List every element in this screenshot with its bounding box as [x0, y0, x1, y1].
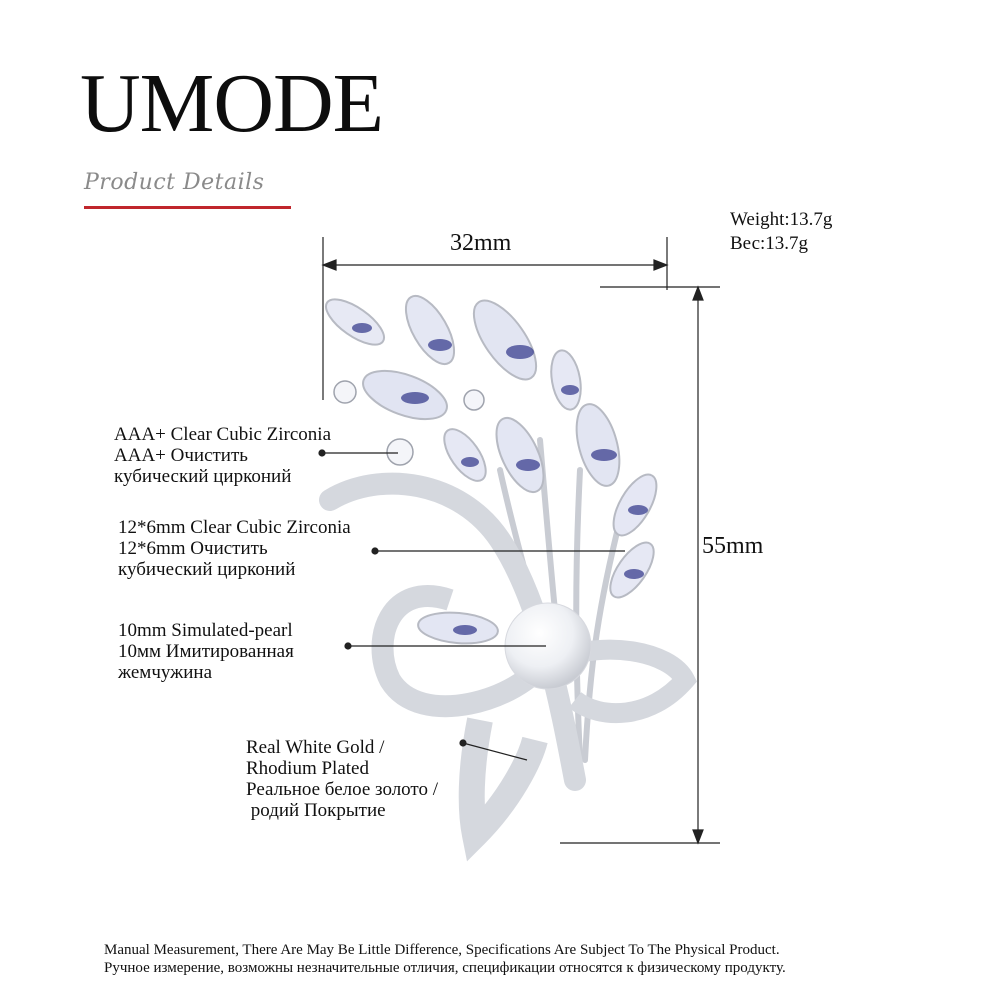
- round-stone: [463, 389, 485, 411]
- width-dimension-label: 32mm: [450, 230, 512, 256]
- callout-cubic-zirconia: AAA+ Clear Cubic Zirconia AAA+ Очистить …: [114, 424, 331, 487]
- marquise-stone: [495, 416, 545, 494]
- callout-pearl: 10mm Simulated-pearl 10мм Имитированная …: [118, 620, 294, 683]
- pave-leaf-right: [555, 639, 697, 724]
- weight-spec: Weight:13.7g Вес:13.7g: [730, 208, 832, 256]
- marquise-stone: [550, 349, 582, 411]
- brand-logo: UMODE: [80, 57, 384, 150]
- callout-leaders: [318, 449, 625, 761]
- callout-line: AAA+ Очистить: [114, 445, 248, 466]
- marquise-stone: [443, 428, 487, 482]
- pave-leaf-lower: [458, 717, 548, 862]
- weight-en: Weight:13.7g: [730, 209, 833, 230]
- footer-disclaimer: Manual Measurement, There Are May Be Lit…: [104, 941, 786, 977]
- marquise-stone: [325, 298, 385, 346]
- callout-line: 12*6mm Очистить: [118, 538, 268, 559]
- marquise-stones: [325, 295, 658, 645]
- callout-line: 10мм Имитированная: [118, 641, 294, 662]
- section-subtitle: Product Details: [84, 170, 265, 195]
- marquise-stone: [612, 473, 658, 537]
- subtitle-underline: [84, 206, 291, 209]
- callout-line: кубический цирконий: [114, 466, 292, 487]
- dimension-lines: [321, 237, 720, 845]
- callout-line: Rhodium Plated: [246, 758, 369, 779]
- disclaimer-en: Manual Measurement, There Are May Be Lit…: [104, 942, 780, 958]
- callout-plating: Real White Gold / Rhodium Plated Реально…: [246, 737, 438, 821]
- callout-line: жемчужина: [118, 662, 213, 683]
- callout-line: 12*6mm Clear Cubic Zirconia: [118, 517, 351, 538]
- callout-line: кубический цирконий: [118, 559, 296, 580]
- callout-line: Real White Gold /: [246, 737, 385, 758]
- weight-ru: Вес:13.7g: [730, 233, 809, 254]
- disclaimer-ru: Ручное измерение, возможны незначительны…: [104, 960, 786, 976]
- callout-line: Реальное белое золото /: [246, 779, 439, 800]
- callout-line: AAA+ Clear Cubic Zirconia: [114, 424, 332, 445]
- round-stones: [333, 380, 485, 466]
- callout-line: родий Покрытие: [246, 800, 386, 821]
- pave-curl: [319, 472, 586, 791]
- round-stone: [386, 438, 414, 466]
- marquise-stone: [575, 403, 621, 487]
- stone-facets: [352, 323, 648, 635]
- height-dimension-label: 55mm: [702, 533, 764, 559]
- pave-loop: [371, 585, 555, 718]
- callout-line: 10mm Simulated-pearl: [118, 620, 293, 641]
- marquise-stone: [472, 299, 538, 381]
- callout-marquise-zirconia: 12*6mm Clear Cubic Zirconia 12*6mm Очист…: [118, 517, 351, 580]
- marquise-stone: [404, 295, 456, 365]
- round-stone: [333, 380, 357, 404]
